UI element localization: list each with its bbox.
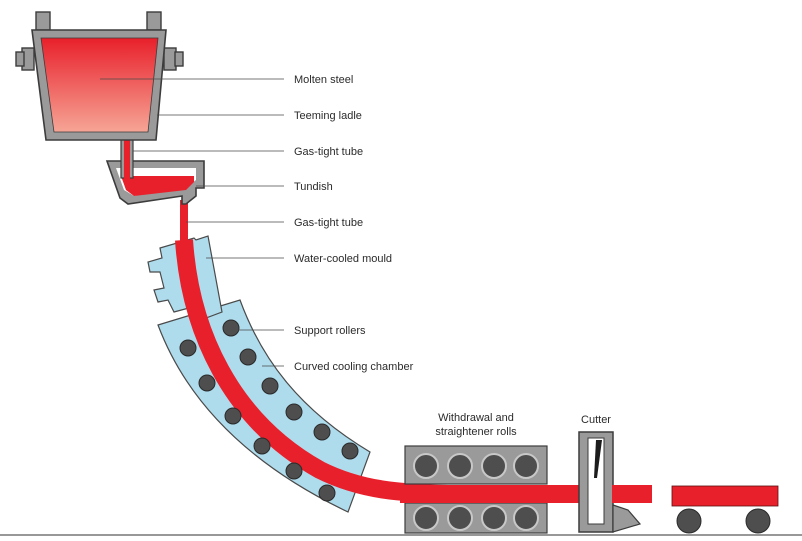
leader-lines [100, 78, 284, 367]
upper-steel-stream [124, 130, 130, 180]
label-cutter: Cutter [581, 414, 611, 426]
label-withdrawal-line2: straightener rolls [435, 426, 517, 438]
molten-steel [40, 37, 159, 133]
label-molten-steel: Molten steel [294, 74, 353, 86]
label-tundish: Tundish [294, 181, 333, 193]
cutter-blade-icon [594, 440, 602, 478]
withdrawal-straightener-rolls [404, 445, 548, 534]
cutter [578, 431, 642, 533]
label-gas-tight-tube-lower: Gas-tight tube [294, 217, 363, 229]
lower-nozzle-steel [180, 200, 188, 242]
cut-slab-cart [671, 485, 779, 534]
label-gas-tight-tube-upper: Gas-tight tube [294, 146, 363, 158]
label-teeming-ladle: Teeming ladle [294, 110, 362, 122]
teeming-ladle [15, 11, 184, 141]
support-rollers [179, 319, 359, 502]
label-water-cooled-mould: Water-cooled mould [294, 253, 392, 265]
strand-past-cutter [612, 485, 652, 503]
label-support-rollers: Support rollers [294, 325, 366, 337]
label-withdrawal-line1: Withdrawal and [438, 412, 514, 424]
label-curved-cooling-chamber: Curved cooling chamber [294, 361, 414, 373]
